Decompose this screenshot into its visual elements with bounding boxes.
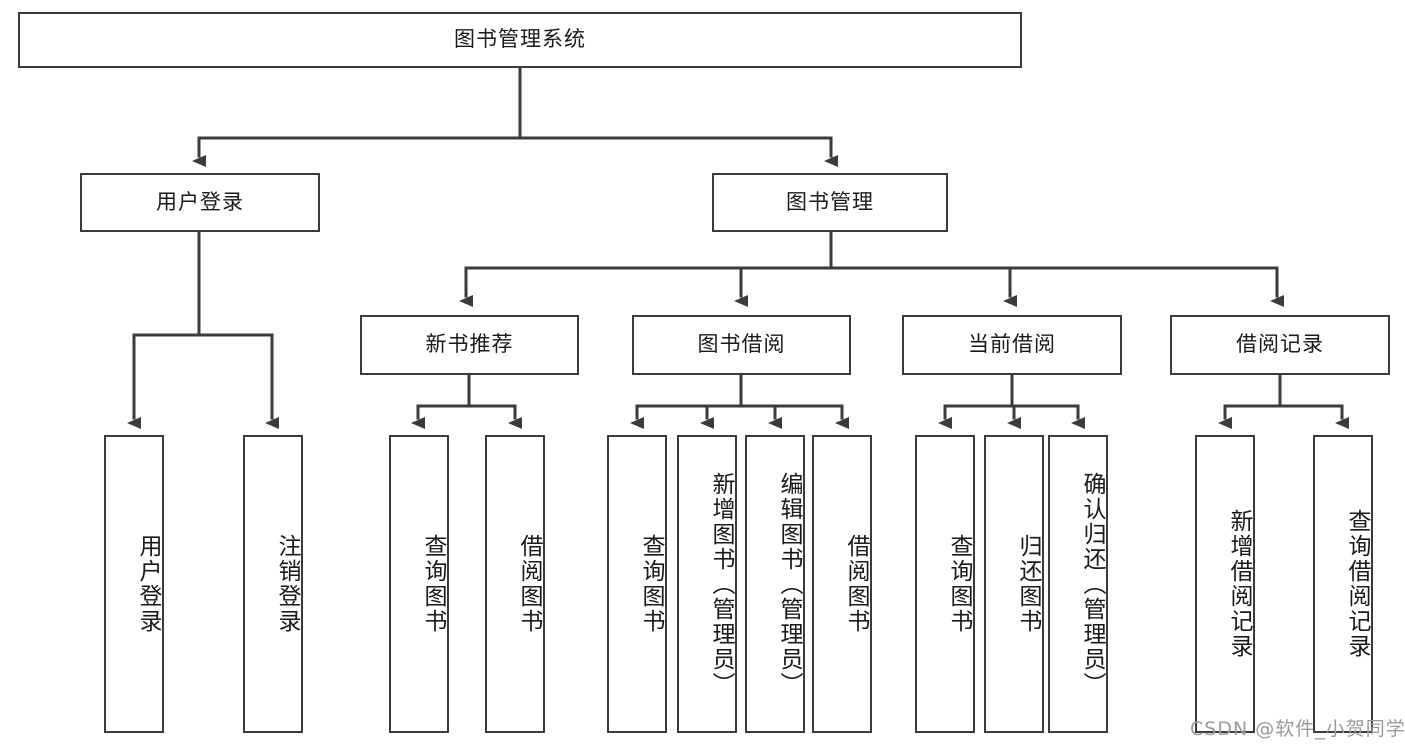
leaf-user-login-login[interactable]: 用户登录 — [104, 435, 164, 733]
node-book-management[interactable]: 图书管理 — [712, 173, 948, 232]
leaf-current-query-book[interactable]: 查询图书 — [915, 435, 975, 733]
node-borrow-record[interactable]: 借阅记录 — [1170, 315, 1390, 375]
leaf-borrow-query-book[interactable]: 查询图书 — [607, 435, 667, 733]
leaf-current-return-book[interactable]: 归还图书 — [984, 435, 1044, 733]
leaf-current-confirm-return-admin[interactable]: 确认归还（管理员） — [1048, 435, 1108, 733]
node-root[interactable]: 图书管理系统 — [18, 12, 1022, 68]
node-book-borrow[interactable]: 图书借阅 — [632, 315, 851, 375]
leaf-record-query-record[interactable]: 查询借阅记录 — [1313, 435, 1373, 733]
leaf-borrow-add-book-admin[interactable]: 新增图书（管理员） — [677, 435, 737, 733]
node-new-book-recommend[interactable]: 新书推荐 — [360, 315, 579, 375]
leaf-borrow-borrow-book[interactable]: 借阅图书 — [812, 435, 872, 733]
leaf-record-add-record[interactable]: 新增借阅记录 — [1195, 435, 1255, 733]
node-user-login[interactable]: 用户登录 — [80, 173, 320, 232]
leaf-recommend-query-book[interactable]: 查询图书 — [389, 435, 449, 733]
leaf-borrow-edit-book-admin[interactable]: 编辑图书（管理员） — [745, 435, 805, 733]
leaf-recommend-borrow-book[interactable]: 借阅图书 — [485, 435, 545, 733]
leaf-user-login-logout[interactable]: 注销登录 — [243, 435, 303, 733]
node-current-borrow[interactable]: 当前借阅 — [902, 315, 1122, 375]
